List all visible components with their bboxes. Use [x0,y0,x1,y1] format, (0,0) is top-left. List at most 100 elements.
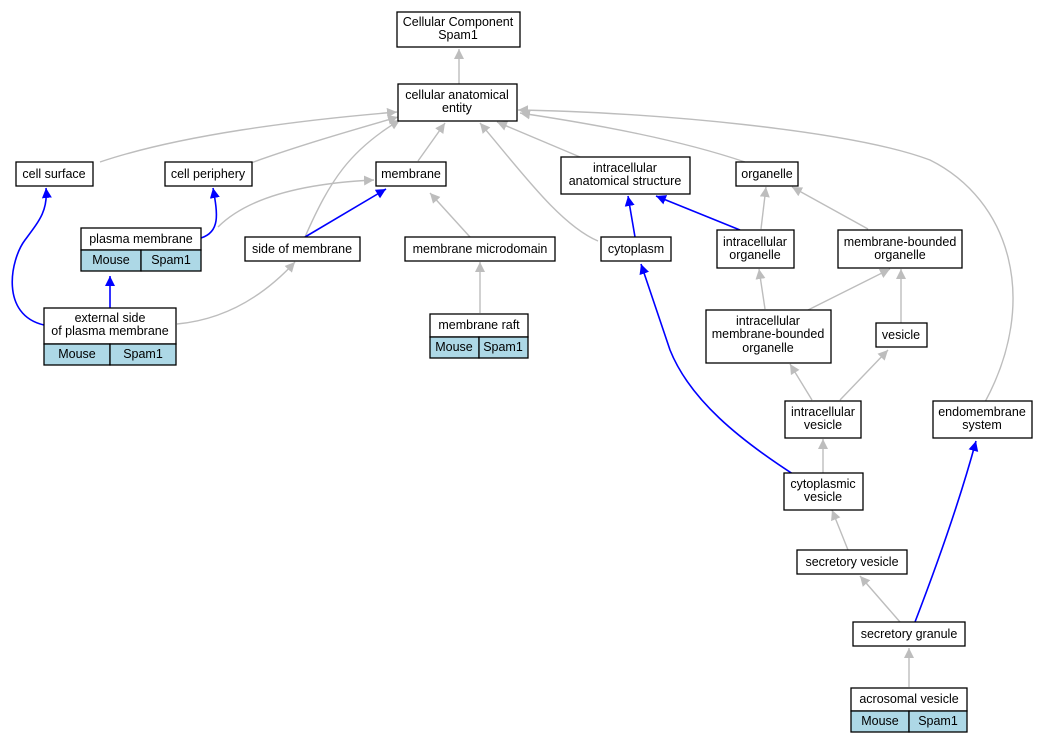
node-cell-surface[interactable]: cell surface [15,161,94,187]
annotation-gene: Spam1 [483,340,523,354]
node-line: organelle [874,248,925,262]
edge-cellperiphery-cae [247,114,399,165]
node-line: membrane microdomain [413,242,548,256]
edge-membrane-cae [417,122,446,162]
node-plasma-membrane[interactable]: plasma membrane [80,227,202,251]
node-side-of-membrane[interactable]: side of membrane [244,236,361,262]
node-line: intracellular [723,235,787,249]
node-intracellular-anatomical-structure[interactable]: intracellular anatomical structure [560,156,691,195]
edge-externalside-sideofmembrane [176,261,296,325]
node-cellular-component-spam1[interactable]: Cellular Component Spam1 [396,11,521,48]
annotation-species: Mouse [861,714,899,728]
edge-cytoplasmicvesicle-cytoplasm [639,263,797,477]
node-line: membrane-bounded [844,235,957,249]
node-vesicle[interactable]: vesicle [875,322,928,348]
node-line: organelle [729,248,780,262]
edge-secretorygranule-secretoryvesicle [859,575,901,623]
node-membrane[interactable]: membrane [375,161,447,187]
node-line: system [962,418,1002,432]
node-line: cell periphery [171,167,246,181]
node-line: secretory granule [861,627,958,641]
edge-intracellularvesicle-imbo [789,363,813,401]
node-line: membrane raft [438,318,520,332]
node-line: intracellular [791,405,855,419]
node-line: Spam1 [438,28,478,42]
node-intracellular-organelle[interactable]: intracellular organelle [716,229,795,269]
node-line: organelle [742,341,793,355]
node-cytoplasmic-vesicle[interactable]: cytoplasmic vesicle [783,472,864,511]
node-line: vesicle [804,418,842,432]
node-line: secretory vesicle [805,555,898,569]
node-line: organelle [741,167,792,181]
edge-plasmamembrane-membrane [217,175,375,228]
node-membrane-bounded-organelle[interactable]: membrane-bounded organelle [837,229,963,269]
edge-cellsurface-cae [99,107,398,163]
node-external-side-of-plasma-membrane[interactable]: external side of plasma membrane [43,307,177,345]
node-line: intracellular [736,314,800,328]
node-line: cytoplasm [608,242,664,256]
node-line: vesicle [804,490,842,504]
annotation-gene: Spam1 [918,714,958,728]
edges [11,49,1014,687]
node-line: cellular anatomical [405,88,509,102]
node-organelle[interactable]: organelle [735,161,799,187]
node-line: Cellular Component [403,15,514,29]
node-line: side of membrane [252,242,352,256]
node-line: membrane [381,167,441,181]
edge-endomembrane-cae [517,105,1014,403]
annotation-acrosomal-vesicle: Mouse Spam1 [850,710,968,733]
node-line: acrosomal vesicle [859,692,958,706]
edge-secretoryvesicle-cytoplasmicvesicle [831,509,849,551]
annotation-external-side: Mouse Spam1 [43,343,177,366]
edge-plasmamembrane-cellperiphery [200,187,220,239]
edge-intracellularorganelle-organelle [759,186,770,230]
node-line: membrane-bounded [712,327,825,341]
edge-ias-cae [496,121,581,158]
edge-imbo-mbo [807,268,891,311]
edge-organelle-cae [519,109,746,163]
node-line: anatomical structure [569,174,682,188]
node-intracellular-membrane-bounded-organelle[interactable]: intracellular membrane-bounded organelle [705,309,832,364]
node-cytoplasm[interactable]: cytoplasm [600,236,672,262]
node-intracellular-vesicle[interactable]: intracellular vesicle [784,400,862,439]
edge-externalside-cellsurface [11,187,52,326]
nodes: Cellular Component Spam1 cellular anatom… [15,11,1033,733]
annotation-gene: Spam1 [123,347,163,361]
node-line: plasma membrane [89,232,193,246]
node-line: of plasma membrane [51,324,168,338]
node-secretory-granule[interactable]: secretory granule [852,621,966,647]
edge-cytoplasm-ias [624,195,636,238]
edge-imbo-intracellularorganelle [755,268,766,310]
annotation-gene: Spam1 [151,253,191,267]
edge-intracellularvesicle-vesicle [839,349,889,401]
node-secretory-vesicle[interactable]: secretory vesicle [796,549,908,575]
annotation-membrane-raft: Mouse Spam1 [429,336,529,359]
edge-sideofmembrane-cae [304,119,401,238]
node-line: cytoplasmic [790,477,855,491]
annotation-gene-cell [109,343,177,366]
annotation-species: Mouse [92,253,130,267]
annotation-plasma-membrane: Mouse Spam1 [80,249,202,272]
node-endomembrane-system[interactable]: endomembrane system [932,400,1033,439]
annotation-species: Mouse [435,340,473,354]
node-cellular-anatomical-entity[interactable]: cellular anatomical entity [397,83,518,122]
edge-intracellularorganelle-ias [655,195,741,231]
annotation-gene-cell [908,710,968,733]
edge-mbo-organelle [791,186,869,230]
annotation-gene-cell [140,249,202,272]
annotation-gene-cell [478,336,529,359]
node-line: external side [75,311,146,325]
node-membrane-microdomain[interactable]: membrane microdomain [404,236,556,262]
node-cell-periphery[interactable]: cell periphery [164,161,253,187]
annotation-species: Mouse [58,347,96,361]
node-line: cell surface [22,167,85,181]
node-line: endomembrane [938,405,1026,419]
node-acrosomal-vesicle[interactable]: acrosomal vesicle [850,687,968,712]
node-membrane-raft[interactable]: membrane raft [429,313,529,338]
edge-sideofmembrane-membrane [304,188,387,238]
edge-cytoplasm-cae [479,122,599,242]
node-line: intracellular [593,161,657,175]
node-line: vesicle [882,328,920,342]
edge-microdomain-membrane [429,192,471,238]
